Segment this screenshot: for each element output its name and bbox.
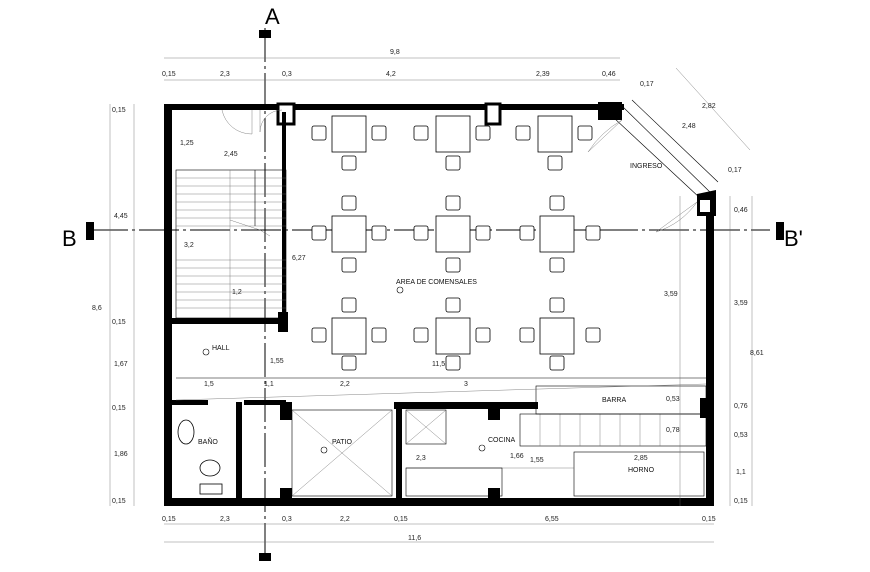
dining-furniture [311,115,601,371]
dim-stair-1: 1,25 [180,140,194,147]
bar-label: BARRA [602,397,626,404]
dimension-lines [109,57,753,543]
dim-bottom-4: 2,2 [340,516,350,523]
walls [164,102,716,506]
section-b-prime-label: B' [784,226,803,251]
entrance-walls: INGRESO [587,99,719,233]
dim-door-4: 0,17 [728,167,742,174]
dim-left-4: 1,67 [114,361,128,368]
dim-left-7: 0,15 [112,498,126,505]
dim-top-6: 0,46 [602,71,616,78]
dim-kitchen-3: 1,55 [530,457,544,464]
dim-right-8: 0,15 [734,498,748,505]
dim-bottom-1: 0,15 [162,516,176,523]
dining-area-label: AREA DE COMENSALES [396,279,477,286]
dim-bottom-6: 6,55 [545,516,559,523]
dim-bottom-3: 0,3 [282,516,292,523]
dim-stair-4: 6,27 [292,255,306,262]
dim-stair-2: 2,45 [224,151,238,158]
dim-top-total: 9,8 [390,49,400,56]
dim-top-4: 4,2 [386,71,396,78]
dim-left-6: 1,86 [114,451,128,458]
bathroom-label: BAÑO [198,437,218,446]
dim-bottom-2: 2,3 [220,516,230,523]
section-marker-a: A [259,4,280,561]
dim-top-2: 2,3 [220,71,230,78]
dim-door-1: 0,17 [640,81,654,88]
patio-label: PATIO [332,439,353,446]
dim-bottom-7: 0,15 [702,516,716,523]
dim-right-9: 0,53 [666,396,680,403]
dim-stair-5: 1,2 [232,289,242,296]
dim-left-1: 0,15 [112,107,126,114]
dim-door-3: 2,48 [682,123,696,130]
dim-right-2: 3,59 [664,291,678,298]
interior-outlines [175,377,708,497]
dim-right-1: 0,46 [734,207,748,214]
room-labels: AREA DE COMENSALES HALL BAÑO PATIO COCIN… [198,279,655,474]
section-a-label-top: A [265,4,280,29]
dim-mid-3: 2,2 [340,381,350,388]
kitchen-label: COCINA [488,437,516,444]
dimension-texts: 9,8 0,15 2,3 0,3 4,2 2,39 0,46 0,17 2,82… [92,49,764,542]
dim-kitchen-4: 2,85 [634,455,648,462]
dim-kitchen-1: 2,3 [416,455,426,462]
staircase [175,109,287,319]
dim-bottom-5: 0,15 [394,516,408,523]
dim-mid-1: 1,5 [204,381,214,388]
oven-label: HORNO [628,467,655,474]
hall-label: HALL [212,345,230,352]
dim-right-4: 0,76 [734,403,748,410]
section-marker-b: B B' [62,222,803,251]
dim-mid-2: 1,1 [264,381,274,388]
dim-right-5: 0,53 [734,432,748,439]
dim-door-2: 2,82 [702,103,716,110]
dim-stair-3: 3,2 [184,242,194,249]
dim-top-3: 0,3 [282,71,292,78]
dim-dining-1: 11,5 [432,361,445,368]
dim-mid-4: 3 [464,381,468,388]
dim-left-2: 4,45 [114,213,128,220]
dim-top-5: 2,39 [536,71,550,78]
dim-right-3: 3,59 [734,300,748,307]
dim-left-5: 0,15 [112,405,126,412]
dim-right-total: 8,61 [750,350,764,357]
dim-right-6: 0,78 [666,427,680,434]
entry-label: INGRESO [630,163,663,170]
section-b-label: B [62,226,77,251]
dim-left-total: 8,6 [92,305,102,312]
dim-bottom-total: 11,6 [408,535,421,542]
dim-top-1: 0,15 [162,71,176,78]
dim-left-3: 0,15 [112,319,126,326]
dim-kitchen-2: 1,66 [510,453,524,460]
dim-hall-1: 1,55 [270,358,284,365]
dim-right-7: 1,1 [736,469,746,476]
